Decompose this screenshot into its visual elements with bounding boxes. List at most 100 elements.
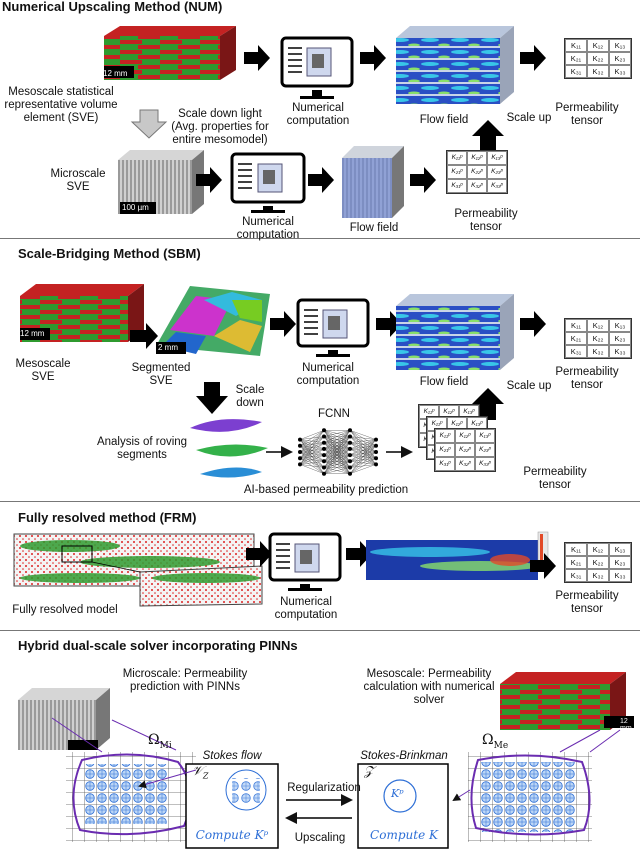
frm-flow-field [366, 531, 549, 580]
mesoscale-label: Mesoscale: Permeability calculation with… [363, 668, 495, 706]
microscale-label: Microscale: Permeability prediction with… [122, 668, 248, 693]
micro-sve-block [118, 150, 204, 214]
fcnn-node [348, 446, 352, 451]
tensor-cell: K₂₂ [587, 332, 609, 345]
segmented-sve-block [156, 286, 270, 356]
fcnn-node [298, 450, 302, 454]
tensor-cell: K₃₂ᵖ [467, 179, 487, 193]
fcnn-node [322, 446, 326, 451]
tensor-cell: K₃₃ᵖ [487, 179, 507, 193]
arrow-icon [520, 45, 546, 71]
upscaling-label: Upscaling [294, 832, 346, 844]
compute-kp-label: Compute Kᵖ [195, 828, 269, 842]
separator [0, 238, 640, 239]
scale-down-label: Scale down [235, 384, 265, 409]
tensor-cell: K₃₃ [609, 345, 631, 358]
frm-title: Fully resolved method (FRM) [18, 510, 197, 525]
fcnn-node [374, 437, 378, 442]
arrow-icon [246, 541, 272, 567]
fcnn-node [298, 443, 302, 448]
tensor-cell: K₃₂ᵖ [455, 457, 475, 471]
permeability-tensor-label: Permeability tensor [454, 208, 518, 233]
fcnn-node [298, 462, 302, 467]
tensor-cell: K₃₁ [565, 345, 587, 358]
tensor-cell: K₂₁ [565, 556, 587, 569]
fcnn-node [348, 465, 352, 470]
fcnn-node [322, 453, 326, 458]
hyb-title: Hybrid dual-scale solver incorporating P… [18, 638, 298, 653]
fcnn-node [348, 434, 352, 439]
scale-bar-label: 100 µm [122, 203, 149, 212]
fcnn-label: FCNN [318, 408, 350, 420]
permeability-tensor-label: Permeability tensor [523, 466, 587, 491]
tensor-cell: K₃₃ᵖ [475, 457, 495, 471]
scale-up-arrow-icon [472, 120, 504, 152]
tensor-cell: K₂₃ [609, 556, 631, 569]
scale-down-label: Scale down light [178, 108, 262, 120]
fcnn-node [348, 453, 352, 458]
ai-prediction-label: AI-based permeability prediction [243, 484, 409, 496]
arrow-icon [130, 323, 158, 349]
fully-resolved-model-label: Fully resolved model [12, 604, 118, 616]
segmented-sve-label: Segmented SVE [131, 362, 191, 387]
monitor-icon [268, 532, 342, 591]
tensor-cell: K₂₃ [609, 332, 631, 345]
arrow-icon [308, 167, 334, 193]
compute-k-label: Compute K [370, 828, 438, 842]
micro-sve-label: Microscale SVE [50, 168, 106, 193]
meso-sve-block [20, 284, 144, 342]
arrow-icon [520, 311, 546, 337]
fcnn-network [299, 430, 377, 474]
tensor-cell: K₁₁ [565, 319, 587, 332]
tensor-cell: K₁₃ᵖ [487, 151, 507, 165]
avg-note-label: (Avg. properties for entire mesomodel) [171, 121, 269, 146]
flow-field-block [396, 26, 514, 104]
fcnn-node [298, 437, 302, 442]
tensor-cell: K₃₂ [587, 345, 609, 358]
meso-fabric-block [500, 672, 634, 730]
tensor-cell: K₃₁ [565, 569, 587, 582]
scale-bar-label: 12 mm [620, 718, 632, 732]
tensor-cell: K₁₂ᵖ [467, 151, 487, 165]
arrow-icon [196, 167, 222, 193]
numerical-computation-label: Numerical computation [236, 216, 300, 241]
arrow-icon [270, 311, 296, 337]
scale-down-arrow-icon [196, 382, 228, 414]
scale-up-arrow-icon [472, 388, 504, 420]
flow-field-block [396, 294, 514, 370]
flow-field-label: Flow field [419, 114, 469, 126]
omega-mi-label: ΩMi [148, 732, 172, 751]
stokes-brinkman-label: Stokes-Brinkman [360, 750, 448, 762]
fcnn-node [348, 471, 352, 476]
tensor-cell: K₂₂ [587, 556, 609, 569]
flow-field-label: Flow field [419, 376, 469, 388]
arrow-icon [530, 553, 556, 579]
tensor-cell: K₁₂ [587, 319, 609, 332]
tensor-cell: K₁₁ᵖ [435, 429, 455, 443]
tensor-cell: K₁₃ [609, 319, 631, 332]
tensor-cell: K₃₁ [565, 65, 587, 78]
numerical-computation-label: Numerical computation [296, 362, 360, 387]
sbm-title: Scale-Bridging Method (SBM) [18, 246, 201, 261]
tensor-cell: K₁₂ [587, 543, 609, 556]
tensor-cell: K₂₂ᵖ [467, 165, 487, 179]
tensor-cell: K₁₃ [609, 39, 631, 52]
scale-down-arrow-icon [130, 109, 168, 139]
separator [0, 630, 640, 631]
tensor-cell: K₃₁ᵖ [435, 457, 455, 471]
scale-up-label: Scale up [506, 380, 552, 392]
tensor-cell: K₃₁ᵖ [447, 179, 467, 193]
fcnn-node [322, 459, 326, 464]
monitor-icon [296, 298, 370, 357]
fcnn-node [322, 434, 326, 439]
tensor-cell: K₂₁ [565, 52, 587, 65]
monitor-icon [280, 36, 354, 99]
meso-sve-block [104, 26, 236, 80]
monitor-icon [230, 152, 306, 213]
tensor-cell: K₂₂ [587, 52, 609, 65]
meso-sve-label: Mesoscale SVE [15, 358, 71, 383]
numerical-computation-label: Numerical computation [286, 102, 350, 127]
